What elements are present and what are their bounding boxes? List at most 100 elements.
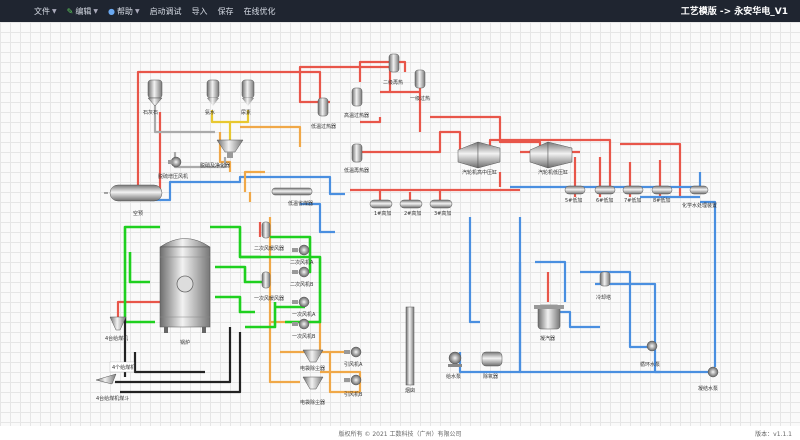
secondary-air-heater[interactable]: 二次风暖风器 — [254, 221, 284, 252]
menu-online-optimize[interactable]: 在线优化 — [244, 6, 276, 17]
coal-feeder[interactable]: 4台给煤机 — [105, 316, 128, 342]
primary-air-heater[interactable]: 一次风暖风器 — [254, 271, 284, 302]
primary-fan-b-label: 一次风机B — [292, 333, 316, 340]
induced-fan-b-label: 引风机B — [344, 391, 363, 398]
turbine-lp[interactable]: 汽轮机低压缸 — [529, 141, 573, 176]
dust-collector-b[interactable]: 电袋除尘器 — [300, 376, 325, 406]
ammonia-label: 氨水 — [205, 109, 215, 116]
secondary-heater-label: 二次风暖风器 — [254, 245, 284, 252]
menu-file[interactable]: 文件 ▼ — [34, 6, 57, 17]
turbine-lp-label: 汽轮机低压缸 — [538, 169, 568, 176]
deaerator[interactable]: 除氧器 — [481, 351, 503, 380]
chem-water-unit[interactable]: 化学水处理装置 — [682, 185, 717, 209]
hp-heater-2[interactable]: 2#高加 — [399, 199, 423, 217]
help-icon: ● — [107, 6, 115, 16]
condenser[interactable]: 凝汽器 — [534, 304, 564, 342]
turbine-hp[interactable]: 汽轮机高中压缸 — [457, 141, 501, 176]
coal-mill-note[interactable]: 4个给煤机 — [109, 361, 135, 373]
circ-pump-label: 循环水泵 — [640, 361, 660, 368]
coal-bunker[interactable]: 4台给煤机煤斗 — [95, 373, 129, 402]
dust-collector-a[interactable]: 电袋除尘器 — [300, 349, 325, 372]
induced-fan-a[interactable]: 引风机A — [344, 346, 363, 368]
cooling-tower-label: 冷却塔 — [596, 294, 611, 301]
secondary-fan-b[interactable]: 二次风机B — [290, 266, 314, 288]
copyright-text: 版权所有 © 2021 工数科技（广州）有限公司 — [338, 431, 462, 438]
denitration-label: 脱硝及净化器 — [200, 162, 230, 169]
air-preheater-label: 空预 — [133, 210, 143, 217]
primary-fan-a[interactable]: 一次风机A — [292, 296, 316, 318]
process-canvas[interactable]: 石灰石 氨水 尿素 脱硝及净化器 脱硫增压风机 空预 低温省煤器 低温过热器 — [0, 22, 800, 426]
menu-debug[interactable]: 启动调试 — [150, 6, 182, 17]
secondary-fan-a-label: 二次风机A — [290, 259, 314, 266]
induced-fan-b[interactable]: 引风机B — [344, 374, 363, 398]
coal-mill-label: 4个给煤机 — [112, 364, 135, 371]
main-menu: 文件 ▼ ✎ 编辑 ▼ ● 帮助 ▼ 启动调试 导入 保存 在线优化 — [34, 0, 276, 22]
condenser-label: 凝汽器 — [540, 335, 555, 342]
coal-feeder-label: 4台给煤机 — [105, 335, 128, 342]
denitration-unit[interactable]: 脱硝及净化器 — [200, 139, 244, 169]
boiler-label: 锅炉 — [180, 339, 190, 346]
high-temp-superheater-label: 高温过热器 — [344, 112, 369, 119]
primary-fan-a-label: 一次风机A — [292, 311, 316, 318]
cooling-tower[interactable]: 冷却塔 — [596, 271, 611, 301]
hp-heater-3[interactable]: 3#高加 — [429, 199, 453, 217]
primary-steam[interactable]: 一级过热 — [410, 69, 430, 102]
lp-heater6-label: 6#低加 — [596, 197, 613, 204]
limestone-label: 石灰石 — [143, 109, 158, 116]
air-pipes — [123, 225, 322, 329]
condensate-pump-label: 凝结水泵 — [698, 385, 718, 392]
lp-heater-5[interactable]: 5#低加 — [564, 185, 586, 204]
hp-heater-1[interactable]: 1#高加 — [369, 199, 393, 217]
primary-fan-b[interactable]: 一次风机B — [292, 318, 316, 340]
menu-edit[interactable]: ✎ 编辑 ▼ — [67, 6, 98, 17]
secondary-fan-b-label: 二次风机B — [290, 281, 314, 288]
lp-heater-7[interactable]: 7#低加 — [622, 185, 644, 204]
condensate-pump[interactable]: 凝结水泵 — [698, 366, 719, 392]
feed-pump[interactable]: 给水泵 — [446, 351, 462, 380]
menu-import[interactable]: 导入 — [192, 6, 208, 17]
chimney-label: 烟囱 — [405, 387, 415, 394]
hp-heater3-label: 3#高加 — [434, 210, 451, 217]
low-temp-eco-label: 低温省煤器 — [288, 200, 313, 207]
coal-bunker-label: 4台给煤机煤斗 — [96, 395, 129, 402]
menu-edit-label: 编辑 — [75, 6, 92, 16]
chem-water-label: 化学水处理装置 — [682, 202, 717, 209]
deaerator-label: 除氧器 — [483, 373, 498, 380]
lp-heater-6[interactable]: 6#低加 — [594, 185, 616, 204]
circ-pump[interactable]: 循环水泵 — [640, 340, 660, 368]
chevron-down-icon: ▼ — [134, 7, 140, 15]
menu-debug-label: 启动调试 — [149, 6, 182, 16]
yellow-pipes — [210, 110, 250, 140]
menu-import-label: 导入 — [191, 6, 208, 16]
low-temp-reheater-label: 低温再热器 — [344, 167, 369, 174]
lp-heater7-label: 7#低加 — [624, 197, 641, 204]
urea-tank[interactable]: 尿素 — [241, 79, 255, 116]
chimney[interactable]: 烟囱 — [405, 306, 415, 394]
hp-heater2-label: 2#高加 — [404, 210, 421, 217]
lp-heater-8[interactable]: 8#低加 — [651, 185, 673, 204]
turbine-hp-label: 汽轮机高中压缸 — [462, 169, 497, 176]
boiler[interactable]: 锅炉 — [159, 238, 211, 347]
chevron-down-icon: ▼ — [93, 7, 98, 15]
low-temp-economizer[interactable]: 低温省煤器 — [271, 187, 313, 207]
ammonia-tank[interactable]: 氨水 — [205, 79, 220, 116]
urea-label: 尿素 — [241, 109, 251, 116]
process-diagram[interactable]: 石灰石 氨水 尿素 脱硝及净化器 脱硫增压风机 空预 低温省煤器 低温过热器 — [0, 22, 800, 426]
menu-help-label: 帮助 — [116, 6, 133, 16]
high-temp-superheater[interactable]: 高温过热器 — [344, 87, 369, 119]
secondary-steam[interactable]: 二级再热 — [383, 53, 403, 86]
desulf-fan[interactable]: 脱硫增压风机 — [158, 156, 188, 180]
primary-heater-label: 一次风暖风器 — [254, 295, 284, 302]
menu-help[interactable]: ● 帮助 ▼ — [108, 6, 140, 17]
low-temp-reheater[interactable]: 低温再热器 — [344, 143, 369, 174]
top-menu-bar: 文件 ▼ ✎ 编辑 ▼ ● 帮助 ▼ 启动调试 导入 保存 在线优化 工艺模版 … — [0, 0, 800, 22]
secondary-fan-a[interactable]: 二次风机A — [290, 244, 314, 266]
low-temp-superheater[interactable]: 低温过热器 — [311, 97, 336, 130]
pencil-icon: ✎ — [66, 6, 74, 16]
template-title: 工艺模版 -> 永安华电_V1 — [680, 7, 788, 17]
low-temp-superheater-label: 低温过热器 — [311, 123, 336, 130]
lp-heater5-label: 5#低加 — [565, 197, 582, 204]
limestone-tank[interactable]: 石灰石 — [143, 79, 163, 116]
air-preheater[interactable]: 空预 — [104, 184, 163, 217]
menu-save[interactable]: 保存 — [218, 6, 234, 17]
